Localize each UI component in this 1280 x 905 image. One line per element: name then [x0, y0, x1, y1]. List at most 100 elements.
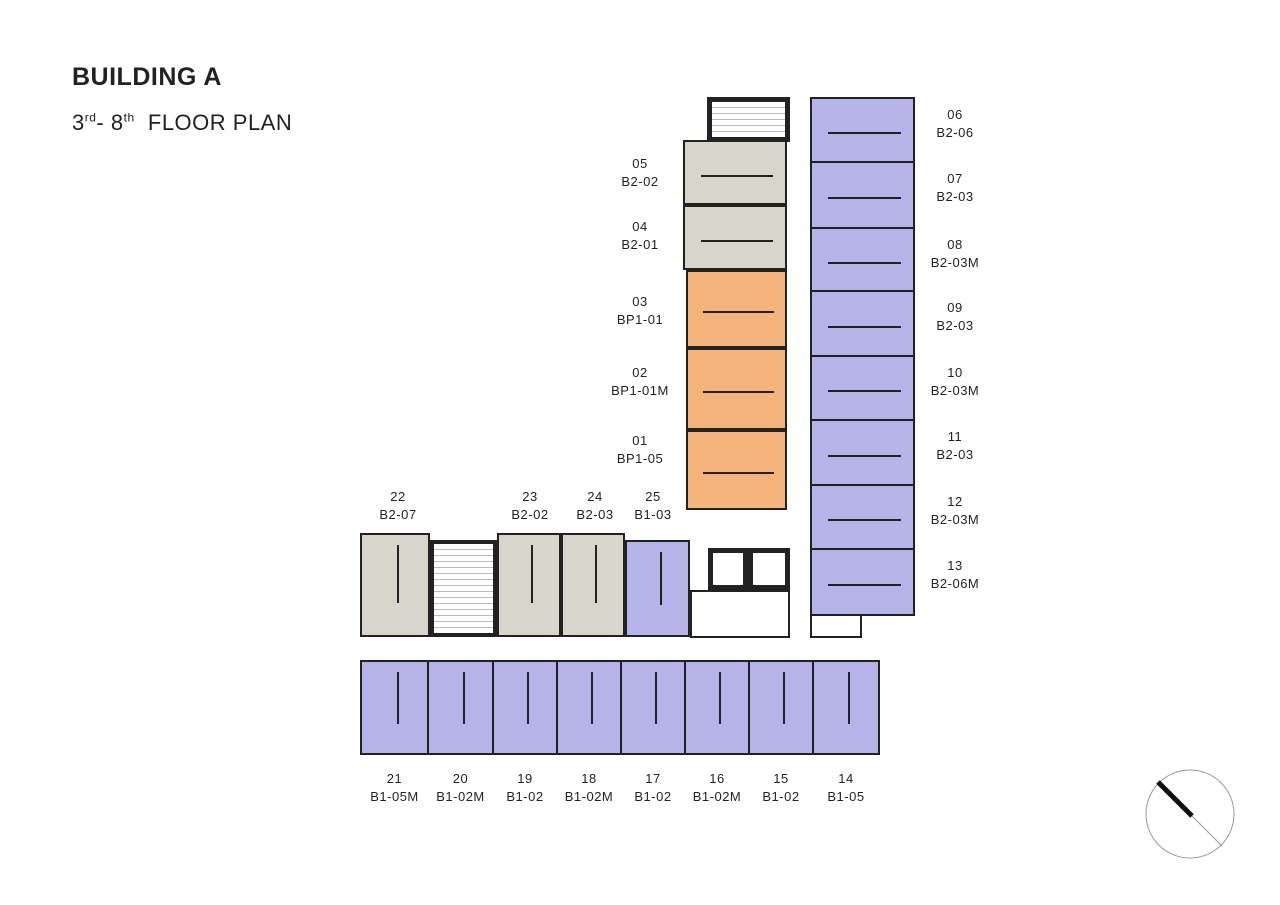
unit-number: 05: [632, 156, 648, 171]
unit-type: B2-03M: [930, 255, 980, 270]
partition-wall: [783, 671, 785, 724]
unit-06[interactable]: [810, 97, 915, 163]
unit-03[interactable]: [686, 270, 787, 348]
unit-24[interactable]: [561, 533, 625, 637]
partition-wall: [827, 261, 902, 264]
partition-wall: [700, 239, 774, 242]
unit-18[interactable]: [556, 660, 622, 755]
unit-25[interactable]: [625, 540, 690, 637]
partition-wall: [827, 132, 902, 134]
unit-22[interactable]: [360, 533, 430, 637]
unit-17[interactable]: [620, 660, 686, 755]
floor-range-title: 3rd- 8th FLOOR PLAN: [72, 110, 292, 136]
unit-number: 14: [838, 771, 854, 786]
unit-number: 03: [632, 294, 648, 309]
unit-23[interactable]: [497, 533, 561, 637]
unit-01[interactable]: [686, 430, 787, 510]
partition-wall: [595, 545, 597, 603]
unit-09[interactable]: [810, 290, 915, 357]
plan-label: FLOOR PLAN: [147, 110, 293, 135]
unit-number: 11: [947, 429, 963, 444]
partition-wall: [659, 551, 662, 606]
floor-separator: -: [96, 110, 105, 135]
unit-type: B2-02: [511, 507, 549, 522]
unit-number: 13: [947, 558, 963, 573]
unit-type: B2-03: [936, 447, 974, 462]
unit-10[interactable]: [810, 355, 915, 421]
unit-type: BP1-01: [616, 312, 664, 327]
unit-type: B1-02: [634, 789, 672, 804]
unit-type: B2-06: [936, 125, 974, 140]
unit-number: 21: [386, 771, 403, 786]
unit-number: 25: [645, 489, 661, 504]
unit-type: B2-03: [576, 507, 614, 522]
building-title: BUILDING A: [72, 63, 222, 91]
unit-13[interactable]: [810, 548, 915, 616]
partition-wall: [827, 519, 902, 521]
unit-number: 24: [587, 489, 603, 504]
partition-wall: [827, 390, 902, 392]
unit-type: B1-02: [762, 789, 800, 804]
unit-type: B1-02: [506, 789, 544, 804]
unit-04[interactable]: [683, 205, 787, 270]
unit-type: B2-03M: [930, 383, 980, 398]
unit-08[interactable]: [810, 227, 915, 292]
unit-type: B1-05M: [370, 789, 419, 804]
unit-type: B2-03M: [930, 512, 980, 527]
floor-to-suffix: th: [123, 110, 135, 125]
stair-core-left: [430, 540, 497, 637]
partition-wall: [848, 671, 850, 724]
unit-12[interactable]: [810, 484, 915, 550]
unit-type: B2-03: [936, 189, 974, 204]
unit-type: B1-05: [827, 789, 865, 804]
unit-16[interactable]: [684, 660, 750, 755]
unit-type: B2-02: [621, 174, 659, 189]
partition-wall: [396, 671, 399, 724]
unit-type: B1-02M: [436, 789, 485, 804]
unit-number: 19: [517, 771, 533, 786]
unit-14[interactable]: [812, 660, 880, 755]
unit-11[interactable]: [810, 419, 915, 486]
unit-05[interactable]: [683, 140, 787, 205]
partition-wall: [527, 671, 529, 724]
unit-number: 23: [522, 489, 538, 504]
unit-number: 04: [632, 219, 648, 234]
unit-number: 12: [947, 494, 963, 509]
floor-from-suffix: rd: [84, 110, 97, 125]
unit-type: BP1-05: [616, 451, 664, 466]
partition-wall: [719, 671, 721, 724]
unit-02[interactable]: [686, 348, 787, 430]
unit-number: 18: [581, 771, 597, 786]
unit-20[interactable]: [427, 660, 494, 755]
partition-wall: [462, 671, 465, 724]
partition-wall: [700, 174, 774, 177]
unit-type: B2-06M: [930, 576, 980, 591]
unit-15[interactable]: [748, 660, 814, 755]
unit-type: BP1-01M: [611, 383, 669, 398]
unit-type: B2-01: [621, 237, 659, 252]
unit-number: 06: [947, 107, 963, 122]
unit-type: B2-03: [936, 318, 974, 333]
unit-19[interactable]: [492, 660, 558, 755]
unit-number: 20: [452, 771, 469, 786]
unit-07[interactable]: [810, 161, 915, 229]
unit-21[interactable]: [360, 660, 429, 755]
unit-number: 16: [709, 771, 725, 786]
